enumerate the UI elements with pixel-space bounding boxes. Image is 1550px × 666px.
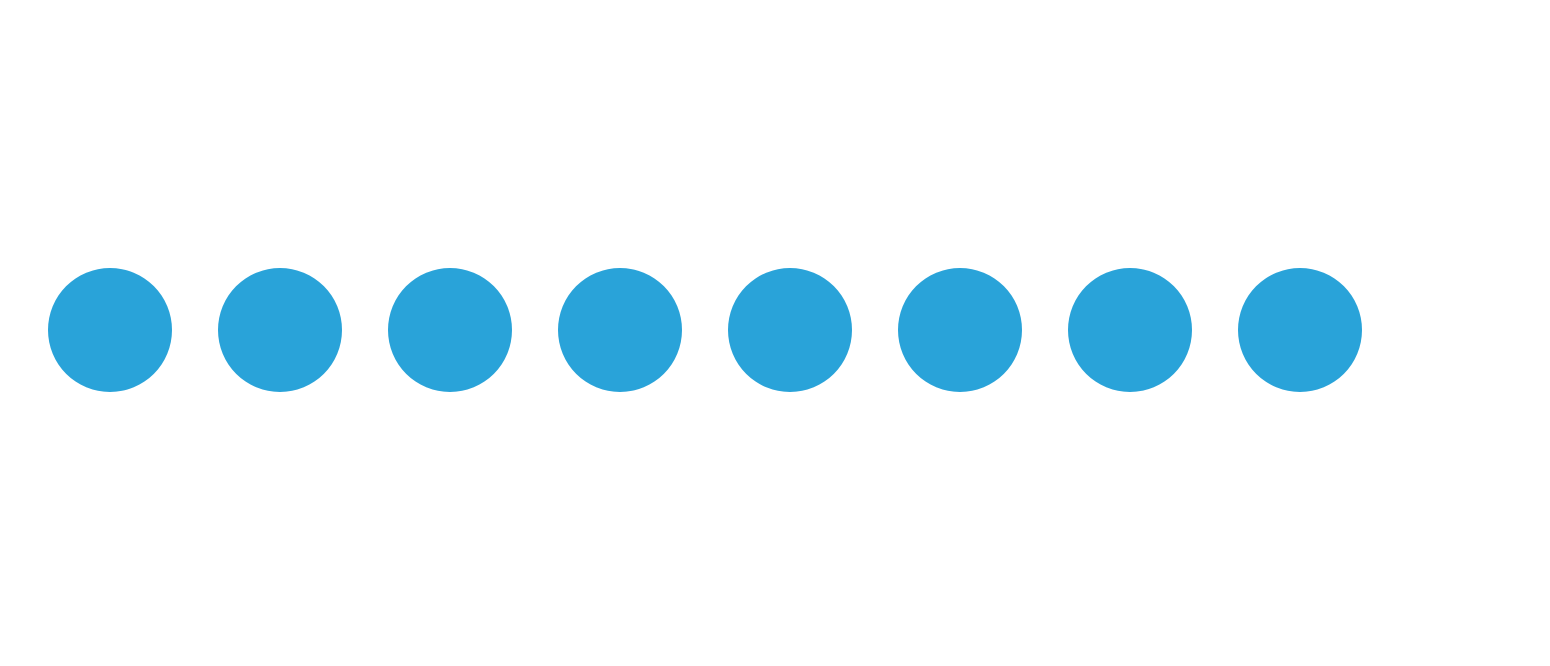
circle-dot (558, 268, 682, 392)
dots-row (48, 268, 1362, 392)
circle-dot (388, 268, 512, 392)
circle-dot (218, 268, 342, 392)
circle-dot (48, 268, 172, 392)
circle-dot (1068, 268, 1192, 392)
circle-dot (728, 268, 852, 392)
circle-dot (1238, 268, 1362, 392)
circle-dot (898, 268, 1022, 392)
